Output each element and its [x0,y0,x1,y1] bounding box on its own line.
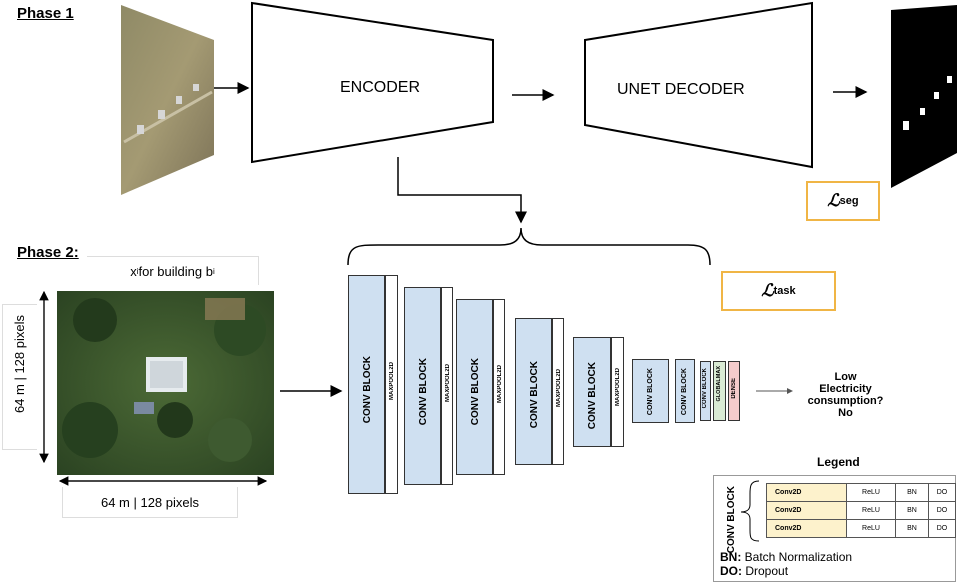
legend-table: Conv2D ReLU BN DO Conv2D ReLU BN DO Conv… [766,483,956,538]
legend-brace [740,480,760,542]
legend-cell-do: DO [928,483,956,502]
encoder-block [251,1,494,164]
encoder-brace [347,227,711,266]
legend-do-text: Dropout [742,564,789,578]
conv-block-4-label: CONV BLOCK [529,361,540,429]
maxpool-5-label: MAXPOOL2D [615,368,621,407]
legend-title: Legend [817,455,860,469]
globalmax-block: GLOBALMAX [713,361,726,421]
maxpool-5: MAXPOOL2D [611,337,624,447]
decoder-block [584,1,813,169]
maxpool-4-label: MAXPOOL2D [556,369,562,408]
phase2-title: Phase 2: [17,244,79,261]
maxpool-3: MAXPOOL2D [493,299,505,475]
legend-cell-relu: ReLU [846,501,896,520]
legend-cell-relu: ReLU [846,483,896,502]
loss-task-symbol: ℒ [761,281,774,301]
legend-cell-bn: BN [895,483,929,502]
legend-bn-text: Batch Normalization [741,550,853,564]
conv-block-6-label: CONV BLOCK [647,368,654,416]
legend-do: DO: Dropout [720,564,788,578]
loss-task-subscript: task [773,285,796,297]
output-line4: No [838,407,853,419]
phase1-input-image [121,5,214,195]
conv-block-1: CONV BLOCK [348,275,385,494]
dense-block: DENSE [728,361,740,421]
legend-cell-bn: BN [895,519,929,538]
conv-block-1-label: CONV BLOCK [362,356,373,424]
maxpool-1: MAXPOOL2D [385,275,398,494]
output-line3: consumption? [807,395,884,407]
legend-do-key: DO: [720,564,742,578]
loss-seg-symbol: ℒ [827,191,840,211]
legend-row: Conv2D ReLU BN DO [766,483,956,502]
conv-block-8: CONV BLOCK [700,361,711,421]
legend-bn-key: BN: [720,550,742,564]
caption-sub-i: i [136,266,139,276]
dim-label-horizontal: 64 m | 128 pixels [62,487,238,518]
conv-block-5: CONV BLOCK [573,337,611,447]
caption-mid: for building b [138,263,213,279]
caption-sub-i2: i [212,266,215,276]
conv-block-8-label: CONV BLOCK [702,368,708,409]
conv-block-2: CONV BLOCK [404,287,441,485]
conv-block-4: CONV BLOCK [515,318,552,465]
legend-bn: BN: Batch Normalization [720,550,852,564]
conv-block-3-label: CONV BLOCK [470,358,481,426]
conv-block-7-label: CONV BLOCK [681,368,688,416]
legend-cell-bn: BN [895,501,929,520]
legend-box: CONV BLOCK Conv2D ReLU BN DO Conv2D ReLU… [713,475,956,582]
dense-label: DENSE [731,378,737,399]
legend-side-label: CONV BLOCK [726,486,737,554]
legend-cell-relu: ReLU [846,519,896,538]
legend-cell-conv2d: Conv2D [766,483,847,502]
dim-label-vertical: 64 m | 128 pixels [12,315,27,414]
dim-label-vertical-box: 64 m | 128 pixels [2,304,37,450]
conv-block-6: CONV BLOCK [632,359,669,423]
prediction-output: Low Electricity consumption? No [798,371,893,419]
legend-row: Conv2D ReLU BN DO [766,519,956,538]
loss-seg-subscript: seg [839,195,859,207]
legend-cell-do: DO [928,501,956,520]
legend-cell-conv2d: Conv2D [766,501,847,520]
segmentation-output [891,5,957,188]
conv-block-7: CONV BLOCK [675,359,695,423]
encoder-label: ENCODER [340,79,421,96]
legend-cell-do: DO [928,519,956,538]
phase2-input-image [57,291,274,475]
globalmax-label: GLOBALMAX [716,366,722,402]
conv-block-5-label: CONV BLOCK [587,362,598,430]
output-line1: Low [834,371,857,383]
conv-block-2-label: CONV BLOCK [418,358,429,426]
legend-row: Conv2D ReLU BN DO [766,501,956,520]
arrow-encoder-phase2 [397,157,527,224]
maxpool-2-label: MAXPOOL2D [445,364,451,403]
decoder-label: UNET DECODER [617,81,745,98]
conv-block-3: CONV BLOCK [456,299,493,475]
maxpool-3-label: MAXPOOL2D [497,365,503,404]
maxpool-2: MAXPOOL2D [441,287,453,485]
maxpool-4: MAXPOOL2D [552,318,564,465]
output-line2: Electricity [819,383,872,395]
phase1-title: Phase 1 [17,5,74,22]
caption-x: x [130,263,137,279]
maxpool-1-label: MAXPOOL2D [389,362,395,401]
legend-cell-conv2d: Conv2D [766,519,847,538]
